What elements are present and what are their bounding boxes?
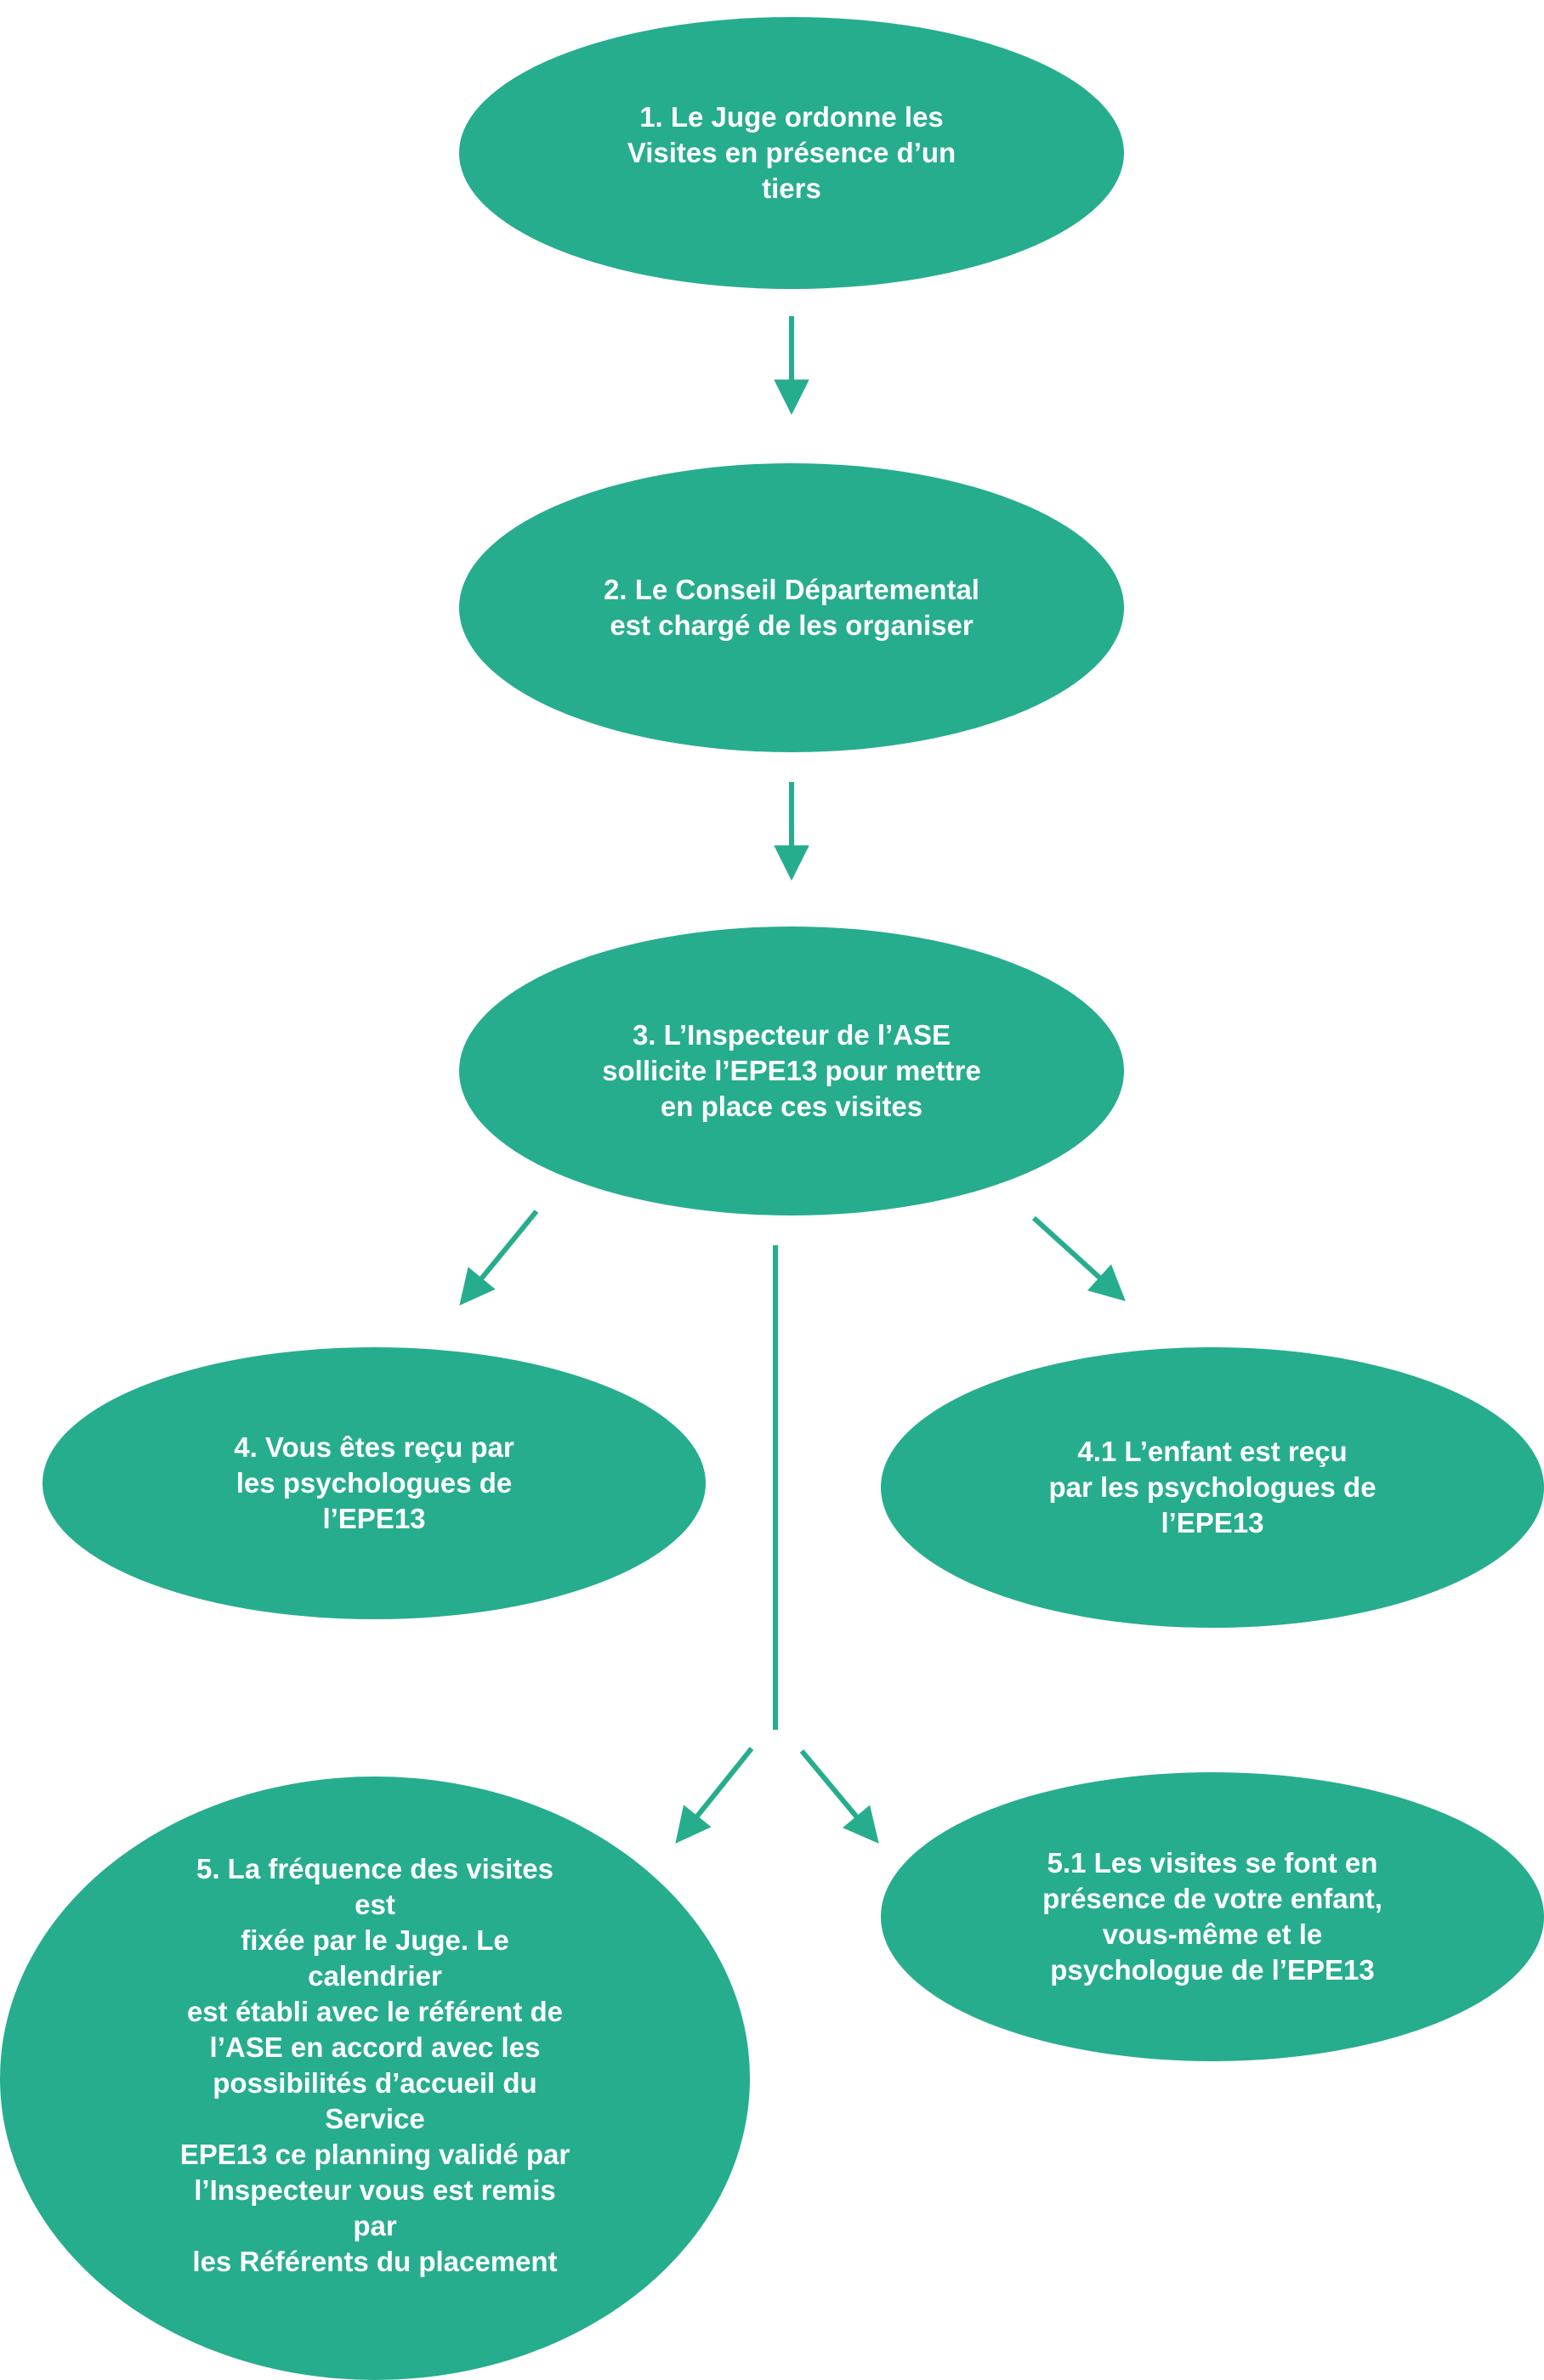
step-5-1-node: 5.1 Les visites se font en présence de v…	[881, 1772, 1544, 2061]
step-2-node: 2. Le Conseil Départemental est chargé d…	[459, 463, 1124, 752]
step-4-1-node: 4.1 L’enfant est reçu par les psychologu…	[881, 1347, 1544, 1628]
arrow-3-to-4-head	[459, 1266, 496, 1306]
arrow-3-to-4-1-head	[1087, 1264, 1126, 1301]
step-3-node: 3. L’Inspecteur de l’ASE sollicite l’EPE…	[459, 926, 1124, 1216]
step-2-label: 2. Le Conseil Départemental est chargé d…	[604, 574, 979, 641]
step-4-1-label: 4.1 L’enfant est reçu par les psychologu…	[1048, 1436, 1377, 1538]
arrow-2-to-3-head	[774, 845, 809, 881]
arrow-to-5-head	[675, 1805, 712, 1844]
arrow-3-to-4-shaft	[477, 1210, 539, 1284]
arrow-to-5-shaft	[693, 1747, 754, 1821]
arrow-to-5-1-shaft	[799, 1749, 861, 1822]
step-1-label: 1. Le Juge ordonne les Visites en présen…	[627, 101, 956, 204]
step-5-1-label: 5.1 Les visites se font en présence de v…	[1042, 1847, 1382, 1986]
step-3-label: 3. L’Inspecteur de l’ASE sollicite l’EPE…	[602, 1019, 981, 1122]
step-4-node: 4. Vous êtes reçu par les psychologues d…	[43, 1347, 706, 1619]
step-1-node: 1. Le Juge ordonne les Visites en présen…	[459, 17, 1124, 289]
step-5-node: 5. La fréquence des visites est fixée pa…	[0, 1776, 750, 2380]
arrow-to-5-1-head	[843, 1805, 879, 1844]
step-4-label: 4. Vous êtes reçu par les psychologues d…	[234, 1431, 514, 1534]
arrow-1-to-2-head	[774, 379, 809, 416]
arrow-3-to-4-1-shaft	[1031, 1216, 1104, 1283]
step-5-label: 5. La fréquence des visites est fixée pa…	[179, 1853, 570, 2277]
